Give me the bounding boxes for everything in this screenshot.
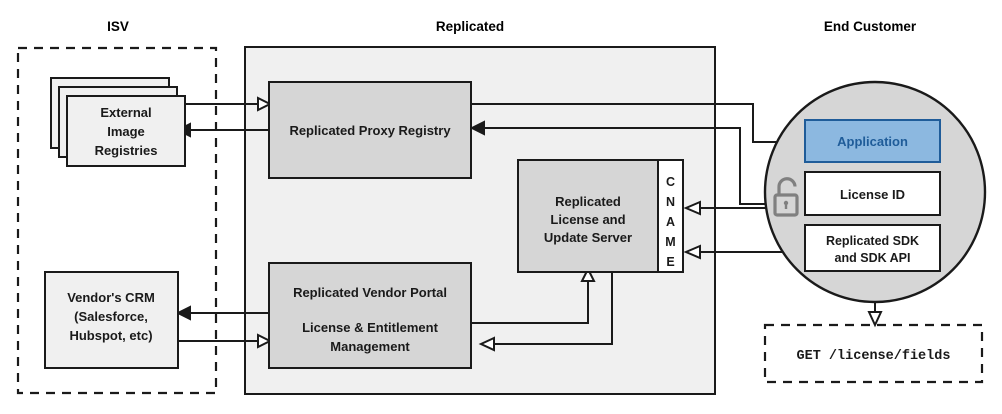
isv-zone-boundary <box>16 46 218 395</box>
replicated-license-and-update-server[interactable] <box>517 159 659 273</box>
external-image-registries[interactable] <box>66 95 186 167</box>
license-server-label-line2: License and <box>550 212 625 227</box>
connector-portal-to-license-server <box>470 281 589 324</box>
replicated-vendor-portal[interactable] <box>268 262 472 369</box>
vendors-crm-label-line3: Hubspot, etc) <box>69 328 152 343</box>
vendor-portal-label-line3: Management <box>330 339 410 354</box>
application-box[interactable] <box>804 119 941 163</box>
replicated-sdk-box[interactable] <box>804 224 941 272</box>
vendors-crm-label-line1: Vendor's CRM <box>67 290 155 305</box>
zone-label-end-customer: End Customer <box>824 19 917 34</box>
arrowhead-sdk-to-cname <box>683 244 701 260</box>
connector-application-to-proxy <box>484 127 775 205</box>
arrowhead-portal-to-license-server <box>580 266 596 282</box>
zone-label-replicated: Replicated <box>436 19 504 34</box>
cname-letter-e: E <box>666 255 674 269</box>
external-image-registries-label-line2: Image <box>107 124 145 139</box>
vendors-crm[interactable] <box>44 271 179 369</box>
license-server-label-line1: Replicated <box>555 194 621 209</box>
vendor-portal-label-line2: License & Entitlement <box>302 320 438 335</box>
replicated-sdk-label-line1: Replicated SDK <box>826 234 919 248</box>
cname-letter-n: N <box>666 195 675 209</box>
cname-letter-m: M <box>665 235 675 249</box>
license-id-label: License ID <box>840 187 905 202</box>
license-server-label-line3: Update Server <box>544 230 632 245</box>
arrowhead-licenseid-to-cname <box>683 200 701 216</box>
connector-proxy-to-application <box>470 103 793 143</box>
api-call-label: GET /license/fields <box>797 349 951 364</box>
arrowhead-crm-to-portal <box>257 333 273 349</box>
arrowhead-license-server-to-portal <box>478 336 495 352</box>
unlock-icon <box>773 177 799 217</box>
cname-letter-a: A <box>666 215 675 229</box>
application-label: Application <box>837 134 908 149</box>
zone-label-isv: ISV <box>107 19 129 34</box>
arrowhead-registries-to-proxy <box>257 96 273 112</box>
cname-letter-c: C <box>666 175 675 189</box>
vendor-portal-label-line1: Replicated Vendor Portal <box>293 285 447 300</box>
api-call-boundary <box>763 323 984 384</box>
arrowhead-application-to-proxy <box>469 120 485 136</box>
external-image-registries-label-line1: External <box>100 105 151 120</box>
external-image-registries-label-line3: Registries <box>95 143 158 158</box>
connector-license-server-to-portal <box>494 272 613 345</box>
vendors-crm-label-line2: (Salesforce, <box>74 309 148 324</box>
cname-endpoint[interactable] <box>657 159 684 273</box>
arrowhead-sdk-to-api-call <box>867 311 883 328</box>
replicated-sdk-label-line2: and SDK API <box>835 251 911 265</box>
replicated-proxy-registry-label: Replicated Proxy Registry <box>289 123 451 138</box>
replicated-proxy-registry[interactable] <box>268 81 472 179</box>
arrowhead-portal-to-crm <box>175 305 191 321</box>
license-id-box[interactable] <box>804 171 941 216</box>
